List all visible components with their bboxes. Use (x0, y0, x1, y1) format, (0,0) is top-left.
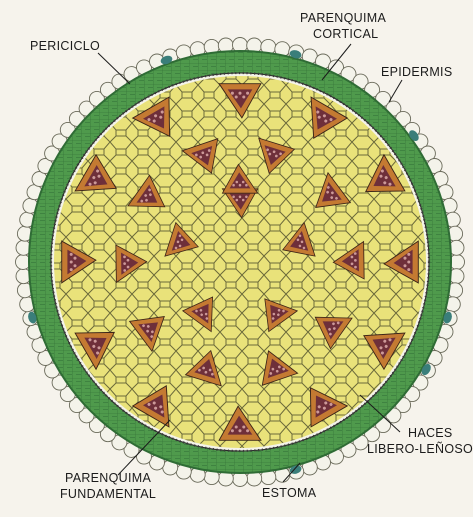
xylem-vessel (73, 257, 76, 260)
label-epidermis: EPIDERMIS (381, 65, 452, 79)
xylem-vessel (73, 264, 76, 267)
xylem-vessel (242, 181, 245, 184)
label-parenquima-cortical-line2: CORTICAL (313, 27, 378, 41)
xylem-vessel (70, 253, 73, 256)
label-periciclo: PERICICLO (30, 39, 100, 53)
xylem-vessel (235, 95, 238, 98)
label-haces-line1: HACES (408, 426, 453, 440)
xylem-vessel (246, 429, 249, 432)
xylem-vessel (232, 196, 235, 199)
xylem-vessel (407, 260, 410, 263)
xylem-vessel (407, 268, 410, 271)
xylem-vessel (232, 184, 235, 187)
xylem-vessel (239, 196, 242, 199)
xylem-vessel (231, 429, 234, 432)
xylem-vessel (245, 184, 248, 187)
xylem-vessel (245, 196, 248, 199)
label-parenquima-cortical-line1: PARENQUIMA (300, 11, 386, 25)
xylem-vessel (238, 92, 241, 95)
xylem-vessel (235, 425, 238, 428)
xylem-vessel (236, 199, 239, 202)
xylem-vessel (239, 184, 242, 187)
xylem-vessel (407, 253, 410, 256)
leader-epidermis (389, 80, 402, 102)
xylem-vessel (70, 260, 73, 263)
xylem-vessel (236, 181, 239, 184)
xylem-vessel (231, 92, 234, 95)
fundamental-parenchyma (54, 76, 426, 448)
xylem-vessel (242, 425, 245, 428)
xylem-vessel (242, 199, 245, 202)
label-parenquima-fundamental-line1: PARENQUIMA (65, 471, 151, 485)
label-haces-line2: LIBERO-LEÑOSOS (367, 442, 473, 456)
xylem-vessel (242, 95, 245, 98)
xylem-vessel (403, 264, 406, 267)
xylem-vessel (403, 257, 406, 260)
xylem-vessel (238, 429, 241, 432)
label-parenquima-fundamental-line2: FUNDAMENTAL (60, 487, 156, 501)
xylem-vessel (70, 268, 73, 271)
xylem-vessel (246, 92, 249, 95)
label-estoma: ESTOMA (262, 486, 317, 500)
